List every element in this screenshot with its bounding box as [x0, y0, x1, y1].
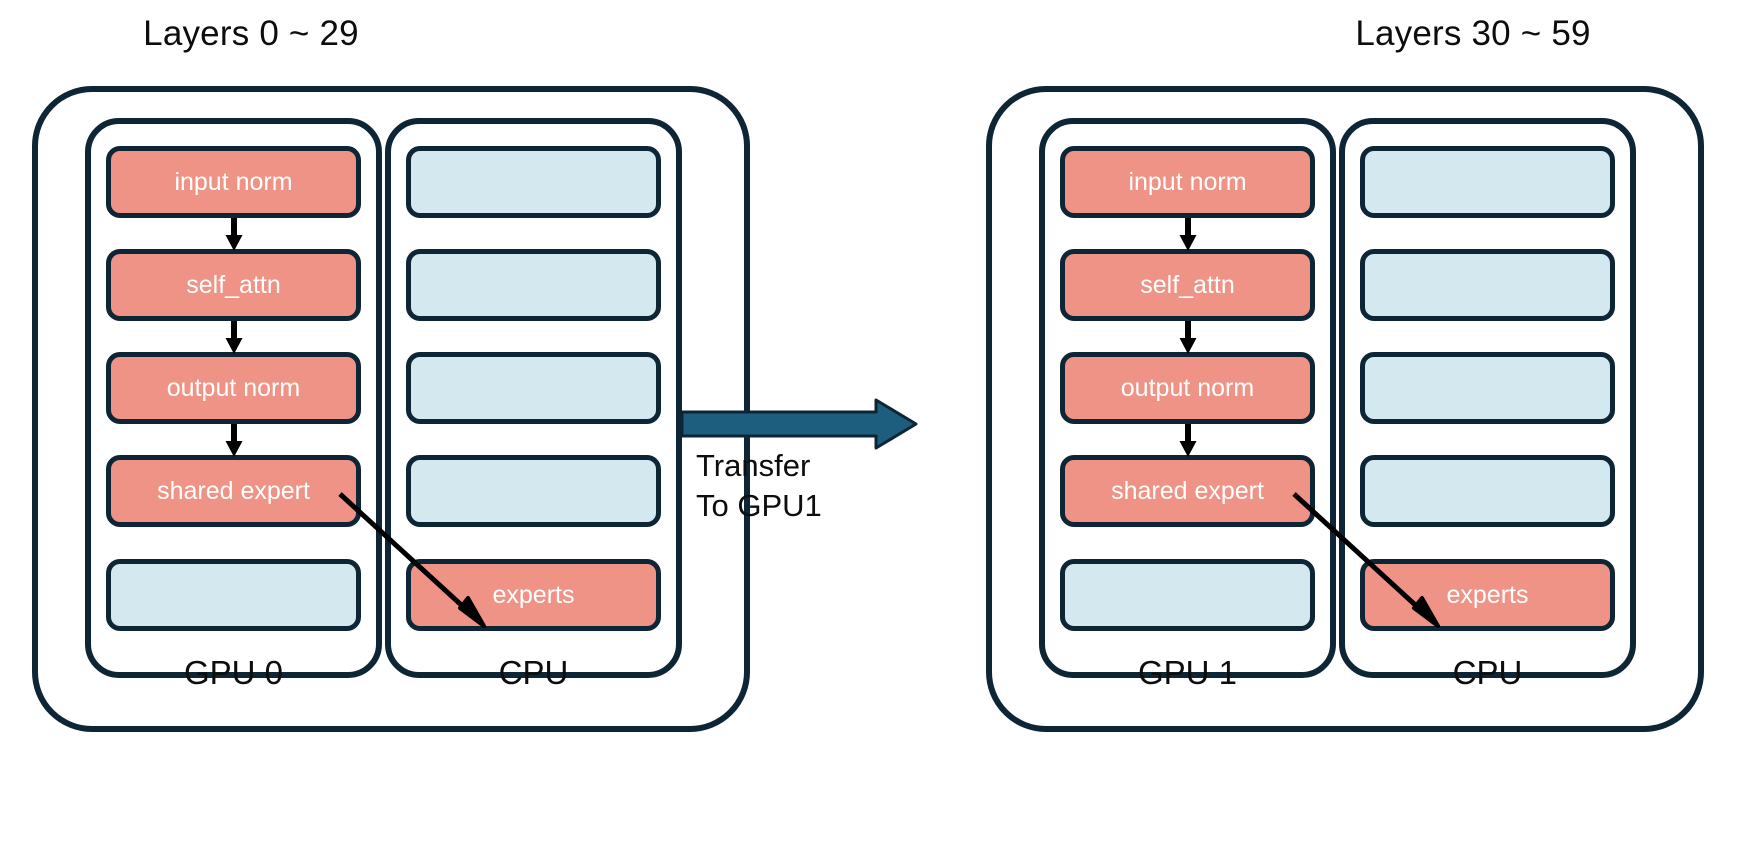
flow-arrow-down-icon — [1179, 218, 1197, 251]
group-1-cpu-slot-1[interactable] — [1360, 249, 1615, 321]
group-1-cpu-slot-4[interactable]: experts — [1360, 559, 1615, 631]
group-1-cpu-slot-3[interactable] — [1360, 455, 1615, 527]
group-0-gpu-slot-2[interactable]: output norm — [106, 352, 361, 424]
transfer-label: Transfer To GPU1 — [696, 448, 822, 524]
group-1-gpu-label: GPU 1 — [1137, 654, 1238, 691]
flow-arrow-down-icon — [225, 424, 243, 457]
group-1-gpu-slot-3[interactable]: shared expert — [1060, 455, 1315, 527]
group-0-gpu-slot-2-label: output norm — [166, 373, 301, 402]
group-0-gpu-slot-0[interactable]: input norm — [106, 146, 361, 218]
group-1-gpu-slot-1-label: self_attn — [1140, 270, 1235, 299]
group-1-gpu-panel: input norm self_attn output norm shared … — [1039, 118, 1336, 678]
group-0-cpu-slot-4-label: experts — [492, 580, 575, 609]
group-1-gpu-slot-1[interactable]: self_attn — [1060, 249, 1315, 321]
group-1-cpu-label: CPU — [1452, 654, 1523, 691]
group-0-cpu-slot-1[interactable] — [406, 249, 661, 321]
flow-arrow-down-icon — [1179, 321, 1197, 354]
group-0-gpu-slot-3[interactable]: shared expert — [106, 455, 361, 527]
flow-arrow-down-icon — [1179, 424, 1197, 457]
flow-arrow-down-icon — [225, 321, 243, 354]
group-1-cpu-slot-4-label: experts — [1446, 580, 1529, 609]
group-1-cpu-slot-0[interactable] — [1360, 146, 1615, 218]
group-1-gpu-slot-2-label: output norm — [1120, 373, 1255, 402]
group-0-cpu-label: CPU — [498, 654, 569, 691]
group-1-gpu-slot-0[interactable]: input norm — [1060, 146, 1315, 218]
layer-group-0: Layers 0 ~ 29 input norm self_attn outpu… — [32, 14, 750, 732]
group-0-cpu-slot-0[interactable] — [406, 146, 661, 218]
group-0-title: Layers 0 ~ 29 — [143, 14, 359, 53]
layer-group-1: Layers 30 ~ 59 input norm self_attn outp… — [986, 14, 1704, 732]
group-0-cpu-slot-4[interactable]: experts — [406, 559, 661, 631]
group-0-gpu-label: GPU 0 — [183, 654, 284, 691]
group-1-cpu-slot-2[interactable] — [1360, 352, 1615, 424]
group-1-gpu-slot-0-label: input norm — [1128, 167, 1247, 196]
group-0-gpu-slot-3-label: shared expert — [157, 476, 310, 505]
group-0-cpu-panel: experts — [385, 118, 682, 678]
group-1-gpu-slot-2[interactable]: output norm — [1060, 352, 1315, 424]
group-0-cpu-slot-3[interactable] — [406, 455, 661, 527]
group-1-gpu-slot-4[interactable] — [1060, 559, 1315, 631]
flow-arrow-down-icon — [225, 218, 243, 251]
group-0-gpu-slot-4[interactable] — [106, 559, 361, 631]
group-0-gpu-panel: input norm self_attn output norm shared … — [85, 118, 382, 678]
group-0-gpu-slot-1[interactable]: self_attn — [106, 249, 361, 321]
group-1-title: Layers 30 ~ 59 — [1355, 14, 1591, 53]
group-1-cpu-panel: experts — [1339, 118, 1636, 678]
group-0-gpu-slot-1-label: self_attn — [186, 270, 281, 299]
transfer-arrow-icon — [680, 398, 918, 450]
group-1-gpu-slot-3-label: shared expert — [1111, 476, 1264, 505]
group-0-cpu-slot-2[interactable] — [406, 352, 661, 424]
group-0-gpu-slot-0-label: input norm — [174, 167, 293, 196]
transfer-to-gpu1-group: Transfer To GPU1 — [680, 398, 930, 538]
